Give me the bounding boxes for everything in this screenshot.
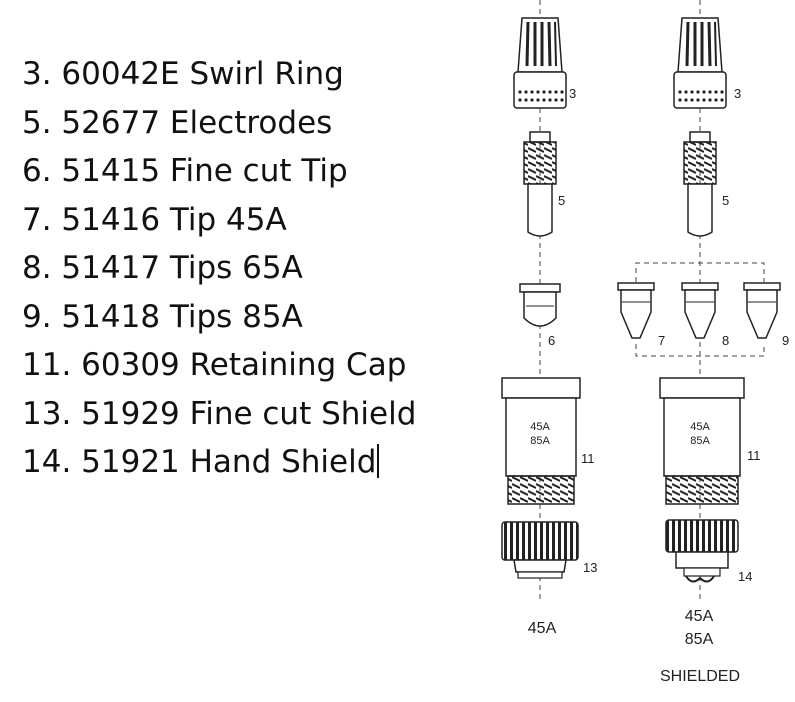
hand-shield-text: 14. 51921 Hand Shield [22, 444, 377, 480]
right-swirl-ring [673, 17, 727, 109]
part-item-electrodes: 5. 52677 Electrodes [22, 104, 333, 141]
left-callout-6: 6 [548, 333, 555, 348]
left-stack: 3 5 6 45A 85A 11 13 45A [501, 0, 597, 637]
right-callout-14: 14 [738, 569, 752, 584]
right-stack: 3 5 7 8 9 [617, 0, 789, 685]
right-callout-7: 7 [658, 333, 665, 348]
part-item-hand-shield: 14. 51921 Hand Shield [22, 438, 416, 487]
left-retaining-cap [501, 377, 581, 505]
right-cap-label-45a: 45A [690, 421, 710, 433]
right-callout-5: 5 [722, 193, 729, 208]
right-caption-45a: 45A [685, 608, 714, 625]
part-item-tips-65a: 8. 51417 Tips 65A [22, 250, 303, 286]
right-hand-shield [665, 519, 739, 583]
left-callout-3: 3 [569, 86, 576, 101]
left-callout-11: 11 [581, 451, 595, 466]
left-cap-label-85a: 85A [530, 435, 550, 447]
right-electrode [683, 131, 717, 237]
part-item-fine-cut-shield: 13. 51929 Fine cut Shield [22, 395, 417, 432]
text-cursor [377, 444, 380, 478]
right-callout-11: 11 [747, 448, 761, 463]
right-callout-3: 3 [734, 86, 741, 101]
right-retaining-cap [659, 377, 745, 505]
right-tip-45a [617, 282, 655, 339]
right-callout-9: 9 [782, 333, 789, 348]
left-swirl-ring [513, 17, 567, 109]
right-tip-85a [743, 282, 781, 339]
right-caption-85a: 85A [685, 631, 714, 648]
left-callout-13: 13 [583, 560, 597, 575]
part-item-tips-85a: 9. 51418 Tips 85A [22, 298, 303, 335]
tip-group-bracket-top [635, 262, 765, 282]
right-callout-8: 8 [722, 333, 729, 348]
torch-parts-diagram: 3 5 6 45A 85A 11 13 45A [501, 0, 789, 685]
part-item-retaining-cap: 11. 60309 Retaining Cap [22, 347, 407, 383]
tip-group-bracket-bottom [635, 344, 765, 357]
shielded-title: SHIELDED [660, 668, 740, 685]
left-electrode [523, 131, 557, 237]
left-cap-label-45a: 45A [530, 421, 550, 433]
part-item-fine-cut-tip: 6. 51415 Fine cut Tip [22, 153, 348, 189]
left-fine-cut-shield [501, 521, 579, 579]
left-tip [519, 283, 561, 327]
right-tip-65a [681, 282, 719, 339]
left-caption-45a: 45A [528, 620, 557, 637]
part-item-tip-45a: 7. 51416 Tip 45A [22, 201, 287, 238]
parts-list: 3. 60042E Swirl Ring 5. 52677 Electrodes… [22, 50, 416, 487]
right-cap-label-85a: 85A [690, 435, 710, 447]
part-item-swirl-ring: 3. 60042E Swirl Ring [22, 56, 344, 92]
left-callout-5: 5 [558, 193, 565, 208]
